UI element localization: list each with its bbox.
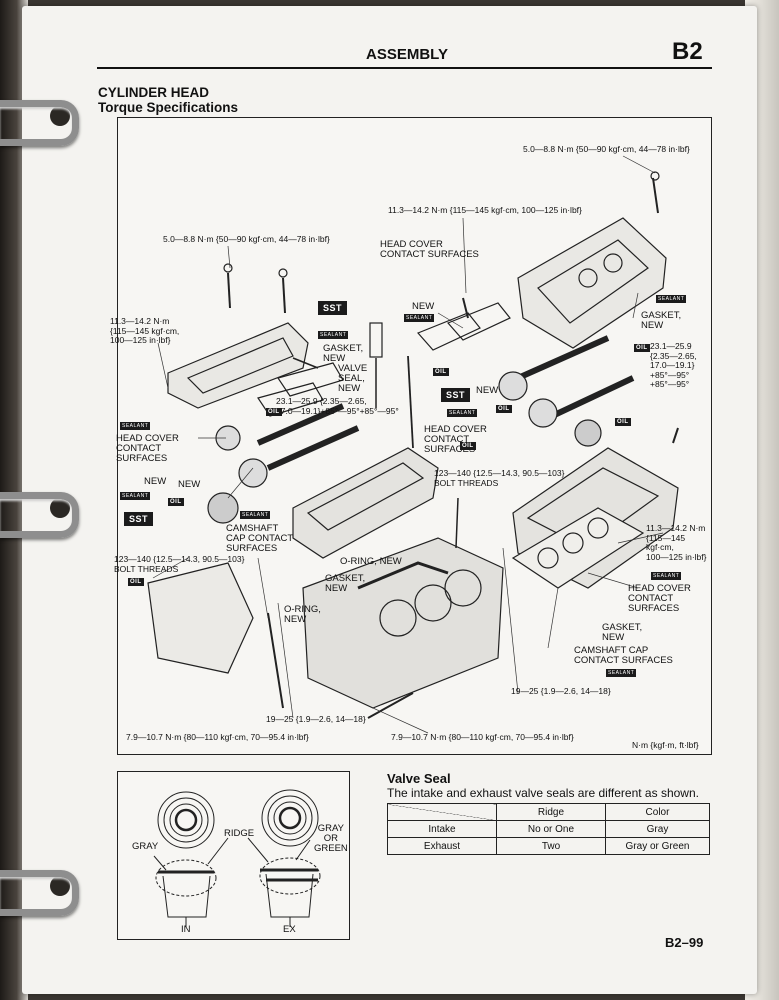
label-valve-seal-new: VALVE SEAL, NEW bbox=[338, 363, 368, 394]
page-number: B2–99 bbox=[665, 935, 704, 950]
cylinder-head-exploded-diagram: 5.0—8.8 N·m {50—90 kgf·cm, 44—78 in·lbf}… bbox=[110, 117, 712, 755]
header-title: ASSEMBLY bbox=[366, 46, 448, 63]
header-rule bbox=[97, 67, 712, 69]
label-o-ring-new: O-RING, NEW bbox=[284, 604, 321, 625]
label-new: NEW bbox=[178, 479, 201, 490]
label-torque: 5.0—8.8 N·m {50—90 kgf·cm, 44—78 in·lbf} bbox=[523, 144, 690, 154]
valve-seal-illustration bbox=[153, 789, 321, 927]
label-new: NEW bbox=[476, 385, 499, 396]
label-camshaft-cap-contact: CAMSHAFT CAP CONTACT SURFACES bbox=[574, 645, 673, 666]
label-torque: 7.9—10.7 N·m {80—110 kgf·cm, 70—95.4 in·… bbox=[126, 732, 309, 742]
label-gasket-new: GASKET, NEW bbox=[323, 343, 364, 364]
label-new: NEW bbox=[412, 301, 435, 312]
header-code: B2 bbox=[672, 38, 703, 65]
label-gray: GRAY bbox=[132, 841, 159, 852]
valve-seal-title: Valve Seal bbox=[387, 771, 451, 786]
binder-ring bbox=[0, 870, 79, 916]
label-gasket-new: GASKET, NEW bbox=[325, 573, 366, 594]
label-torque: 23.1—25.9 {2.35—2.65, 17.0—19.1} +85°—95… bbox=[650, 341, 697, 389]
section-subtitle: Torque Specifications bbox=[98, 100, 239, 115]
valve-seal-description: The intake and exhaust valve seals are d… bbox=[387, 786, 699, 800]
table-cell: Gray bbox=[605, 820, 710, 838]
label-head-cover-contact: HEAD COVER CONTACT SURFACES bbox=[380, 239, 479, 260]
label-torque: 23.1—25.9 {2.35—2.65, 17.0—19.1}+85°—95°… bbox=[276, 396, 399, 416]
table-header-ridge: Ridge bbox=[496, 803, 606, 821]
table-row: Exhaust Two Gray or Green bbox=[387, 837, 710, 855]
exploded-view-illustration bbox=[147, 155, 679, 734]
label-bolt-threads: 123—140 {12.5—14.3, 90.5—103} BOLT THREA… bbox=[434, 468, 565, 488]
label-camshaft-cap-contact: CAMSHAFT CAP CONTACT SURFACES bbox=[226, 523, 294, 554]
label-intake: IN bbox=[181, 924, 191, 935]
oil-tag: OIL bbox=[460, 442, 476, 450]
sealant-tag: SEALANT bbox=[404, 314, 435, 322]
oil-tag: OIL bbox=[168, 498, 184, 506]
table-header-row: Ridge Color bbox=[387, 803, 710, 821]
valve-seal-figure: GRAY RIDGE GRAY OR GREEN IN EX bbox=[117, 771, 350, 940]
section-title: CYLINDER HEAD bbox=[98, 85, 210, 100]
table-header-corner bbox=[387, 803, 497, 821]
label-torque: 11.3—14.2 N·m {115—145 kgf·cm, 100—125 i… bbox=[646, 523, 707, 562]
oil-tag: OIL bbox=[266, 408, 282, 416]
label-gasket-new: GASKET, NEW bbox=[641, 310, 682, 331]
label-head-cover-contact: HEAD COVER CONTACT SURFACES bbox=[424, 424, 487, 455]
label-torque: 19—25 {1.9—2.6, 14—18} bbox=[511, 686, 611, 696]
oil-tag: OIL bbox=[433, 368, 449, 376]
sealant-tag: SEALANT bbox=[318, 331, 349, 339]
label-ridge: RIDGE bbox=[224, 828, 255, 839]
sealant-tag: SEALANT bbox=[606, 669, 637, 677]
label-new: NEW bbox=[144, 476, 167, 487]
label-o-ring-new: O-RING, NEW bbox=[340, 556, 402, 567]
sealant-tag: SEALANT bbox=[240, 511, 271, 519]
table-header-color: Color bbox=[605, 803, 710, 821]
label-torque: 19—25 {1.9—2.6, 14—18} bbox=[266, 714, 366, 724]
sealant-tag: SEALANT bbox=[656, 295, 687, 303]
sealant-tag: SEALANT bbox=[651, 572, 682, 580]
label-bolt-threads: 123—140 {12.5—14.3, 90.5—103} BOLT THREA… bbox=[114, 554, 245, 574]
binder-ring bbox=[0, 492, 79, 538]
table-row: Intake No or One Gray bbox=[387, 820, 710, 838]
oil-tag: OIL bbox=[496, 405, 512, 413]
label-head-cover-contact: HEAD COVER CONTACT SURFACES bbox=[628, 583, 691, 614]
table-cell: Exhaust bbox=[387, 837, 497, 855]
binder-ring bbox=[0, 100, 79, 146]
sst-tag: SST bbox=[441, 388, 471, 402]
label-head-cover-contact: HEAD COVER CONTACT SURFACES bbox=[116, 433, 179, 464]
label-torque: 7.9—10.7 N·m {80—110 kgf·cm, 70—95.4 in·… bbox=[391, 732, 574, 742]
sst-tag: SST bbox=[318, 301, 348, 315]
label-torque: 11.3—14.2 N·m {115—145 kgf·cm, 100—125 i… bbox=[388, 205, 582, 215]
oil-tag: OIL bbox=[615, 418, 631, 426]
sealant-tag: SEALANT bbox=[120, 492, 151, 500]
label-gasket-new: GASKET, NEW bbox=[602, 622, 643, 643]
oil-tag: OIL bbox=[128, 578, 144, 586]
sealant-tag: SEALANT bbox=[120, 422, 151, 430]
table-cell: Two bbox=[496, 837, 606, 855]
table-cell: Gray or Green bbox=[605, 837, 710, 855]
sealant-tag: SEALANT bbox=[447, 409, 478, 417]
label-torque: 5.0—8.8 N·m {50—90 kgf·cm, 44—78 in·lbf} bbox=[163, 234, 330, 244]
oil-tag: OIL bbox=[634, 344, 650, 352]
label-torque: 11.3—14.2 N·m {115—145 kgf·cm, 100—125 i… bbox=[110, 316, 180, 345]
table-cell: Intake bbox=[387, 820, 497, 838]
label-exhaust: EX bbox=[283, 924, 296, 935]
sst-tag: SST bbox=[124, 512, 154, 526]
label-gray-or-green: GRAY OR GREEN bbox=[314, 823, 348, 854]
table-cell: No or One bbox=[496, 820, 606, 838]
units-note: N·m {kgf·m, ft·lbf} bbox=[632, 740, 699, 750]
valve-seal-table: Ridge Color Intake No or One Gray Exhaus… bbox=[387, 803, 710, 855]
